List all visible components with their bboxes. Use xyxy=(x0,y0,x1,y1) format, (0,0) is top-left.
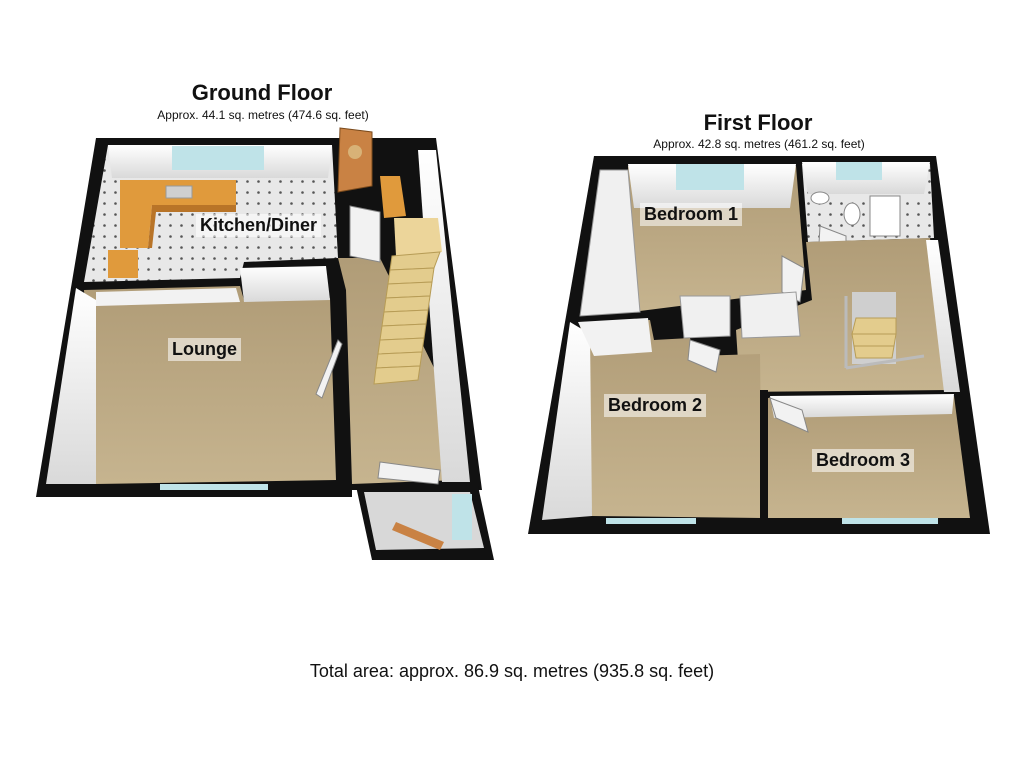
hall-door xyxy=(349,205,381,263)
bedroom-2-label: Bedroom 2 xyxy=(604,394,707,417)
lounge-room xyxy=(84,286,336,484)
bedroom-1-wardrobe xyxy=(579,169,641,317)
bedroom-3-door xyxy=(769,397,809,433)
bedroom-2-door xyxy=(687,339,721,373)
bedroom-divider-wall xyxy=(760,390,768,520)
kitchen-sink xyxy=(165,185,193,199)
toilet xyxy=(843,202,861,226)
landing-cupboard xyxy=(739,291,801,339)
lounge-left-wall xyxy=(46,288,96,484)
lounge-door xyxy=(315,339,343,399)
first-floor-title: First Floor xyxy=(703,110,813,135)
bedroom-3-back-wall xyxy=(770,394,954,418)
bedroom-2-cupboard xyxy=(679,295,731,339)
ground-floor-title: Ground Floor xyxy=(191,80,333,105)
bathroom-window xyxy=(836,162,882,180)
first-floor-plan xyxy=(528,156,990,534)
lounge-label: Lounge xyxy=(168,338,241,361)
porch-door xyxy=(377,461,441,485)
ground-floor-stairs xyxy=(373,218,442,385)
kitchen-window xyxy=(172,146,264,170)
total-area: Total area: approx. 86.9 sq. metres (935… xyxy=(309,661,715,681)
first-floor-area: Approx. 42.8 sq. metres (461.2 sq. feet) xyxy=(653,137,865,151)
front-door xyxy=(337,127,373,193)
first-floor-stairs xyxy=(844,292,925,370)
kitchen-worktop xyxy=(120,180,236,248)
store-cupboard xyxy=(380,176,406,218)
kitchen-base-unit xyxy=(108,250,138,278)
basin xyxy=(810,191,830,205)
porch-door-mat xyxy=(392,522,444,550)
bedroom-3-window xyxy=(842,518,938,524)
lounge-front-window xyxy=(160,484,268,490)
bedroom-1-label: Bedroom 1 xyxy=(640,203,743,226)
kitchen-diner-label: Kitchen/Diner xyxy=(196,214,322,237)
bedroom-1-window xyxy=(676,164,744,190)
ground-floor-area: Approx. 44.1 sq. metres (474.6 sq. feet) xyxy=(157,108,369,122)
bedroom-3-label: Bedroom 3 xyxy=(812,449,915,472)
ground-floor-plan xyxy=(36,127,494,560)
front-door-glass xyxy=(348,145,362,159)
bath xyxy=(869,195,901,237)
bedroom-2-left-wall xyxy=(542,322,592,520)
kitchen-worktop-front xyxy=(148,205,236,248)
bedroom-2-back-wall xyxy=(578,318,652,356)
bedroom-2-window xyxy=(606,518,696,524)
lounge-back-wall xyxy=(96,288,240,306)
bedroom-1-door xyxy=(781,255,805,303)
lounge-right-wall xyxy=(240,266,330,302)
landing-right-wall xyxy=(926,240,960,392)
porch-window xyxy=(452,494,472,540)
